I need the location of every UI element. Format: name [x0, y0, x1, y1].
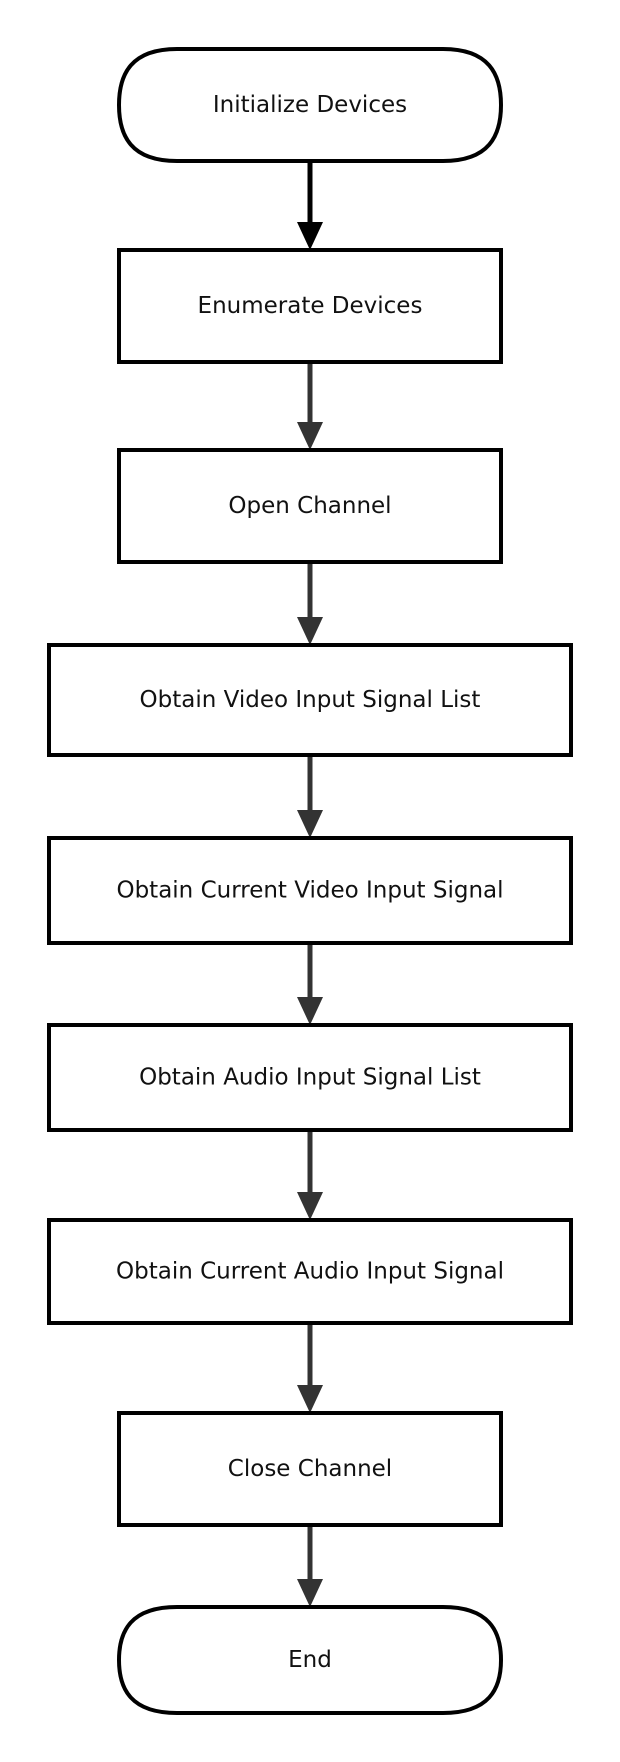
step-label: Obtain Current Video Input Signal — [116, 878, 503, 904]
arrow-initialize-devices-to-enumerate-devices — [297, 161, 323, 250]
step-label: Obtain Audio Input Signal List — [139, 1065, 481, 1091]
arrow-obtain-audio-input-signal-list-to-obtain-current-audio-input-signal — [297, 1130, 323, 1220]
flow-step-obtain-video-input-signal-list: Obtain Video Input Signal List — [47, 643, 573, 757]
arrow-head — [297, 1579, 323, 1607]
flow-step-obtain-audio-input-signal-list: Obtain Audio Input Signal List — [47, 1023, 573, 1132]
arrow-open-channel-to-obtain-video-input-signal-list — [297, 562, 323, 645]
step-label: Initialize Devices — [213, 92, 407, 118]
step-label: Enumerate Devices — [198, 293, 423, 319]
arrow-head — [297, 1192, 323, 1220]
step-label: End — [288, 1647, 332, 1673]
connectors — [297, 161, 323, 1607]
arrow-enumerate-devices-to-open-channel — [297, 362, 323, 450]
arrow-head — [297, 222, 323, 250]
terminal-shape — [116, 47, 504, 163]
step-label: Obtain Current Audio Input Signal — [116, 1259, 504, 1285]
flow-step-obtain-current-video-input-signal: Obtain Current Video Input Signal — [47, 836, 573, 945]
step-label: Open Channel — [228, 493, 391, 519]
process-box — [117, 448, 503, 564]
arrow-obtain-current-video-input-signal-to-obtain-audio-input-signal-list — [297, 943, 323, 1025]
flow-step-open-channel: Open Channel — [117, 448, 503, 564]
process-box — [47, 1218, 573, 1325]
arrow-head — [297, 422, 323, 450]
process-box — [47, 1023, 573, 1132]
step-label: Close Channel — [228, 1456, 392, 1482]
arrow-obtain-current-audio-input-signal-to-close-channel — [297, 1323, 323, 1413]
arrow-close-channel-to-end — [297, 1525, 323, 1607]
process-box — [47, 836, 573, 945]
arrow-head — [297, 617, 323, 645]
step-label: Obtain Video Input Signal List — [140, 687, 481, 713]
flow-step-end: End — [116, 1605, 504, 1715]
flow-step-enumerate-devices: Enumerate Devices — [117, 248, 503, 364]
arrow-obtain-video-input-signal-list-to-obtain-current-video-input-signal — [297, 755, 323, 838]
process-box — [117, 248, 503, 364]
flow-step-initialize-devices: Initialize Devices — [116, 47, 504, 163]
terminal-shape — [116, 1605, 504, 1715]
flow-step-obtain-current-audio-input-signal: Obtain Current Audio Input Signal — [47, 1218, 573, 1325]
arrow-head — [297, 997, 323, 1025]
arrow-head — [297, 810, 323, 838]
arrow-head — [297, 1385, 323, 1413]
flow-step-close-channel: Close Channel — [117, 1411, 503, 1527]
process-box — [117, 1411, 503, 1527]
process-box — [47, 643, 573, 757]
